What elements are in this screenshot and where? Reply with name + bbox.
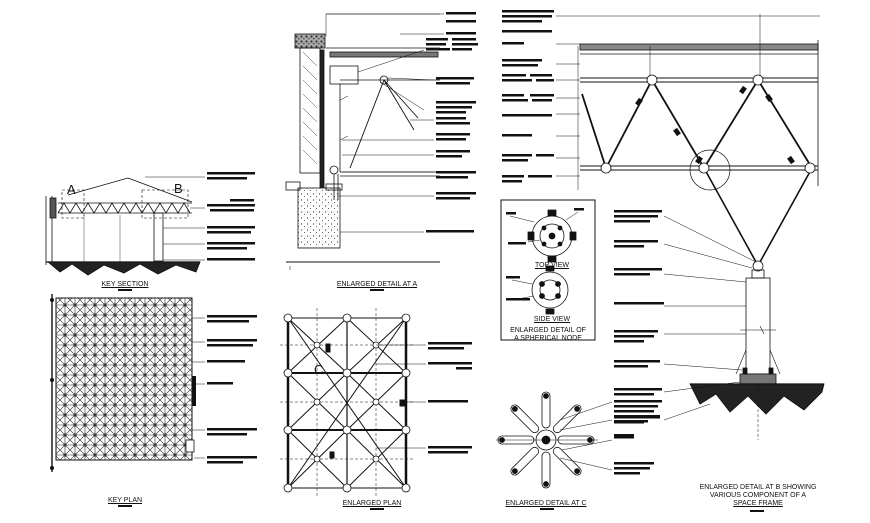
detail-b-title-line2: VARIOUS COMPONENT OF A <box>709 492 807 499</box>
detail-c-annotations <box>540 400 662 510</box>
marker-c-label: C <box>314 362 324 377</box>
detail-b-title-line3: SPACE FRAME <box>733 500 783 507</box>
enlarged-plan-title: ENLARGED PLAN <box>342 500 402 507</box>
detail-c-title: ENLARGED DETAIL AT C <box>505 500 587 507</box>
key-plan-annotations <box>118 315 257 507</box>
detail-a-annotations <box>370 12 478 291</box>
detail-c-drawing <box>496 391 613 489</box>
marker-b-label: B <box>174 181 183 196</box>
top-view-title: TOP VIEW <box>535 262 569 269</box>
spherical-node-annotations <box>506 208 584 301</box>
marker-a-label: A <box>67 182 76 197</box>
key-plan-title: KEY PLAN <box>107 497 143 504</box>
detail-a-drawing <box>285 13 444 270</box>
detail-b-title-line1: ENLARGED DETAIL AT B SHOWING <box>699 484 817 491</box>
detail-b-annotations <box>502 10 764 512</box>
spherical-node-drawing <box>500 199 596 341</box>
enlarged-plan-annotations <box>370 342 472 510</box>
key-section-title: KEY SECTION <box>101 281 149 288</box>
detail-b-drawing <box>556 14 825 440</box>
key-section-drawing <box>45 176 205 276</box>
key-section-annotations <box>118 172 255 291</box>
spherical-node-title: ENLARGED DETAIL OF A SPHERICAL NODE <box>510 327 586 342</box>
enlarged-plan-drawing <box>280 308 426 498</box>
detail-a-title: ENLARGED DETAIL AT A <box>336 281 418 288</box>
key-plan-drawing <box>50 294 205 472</box>
side-view-title: SIDE VIEW <box>533 316 571 323</box>
